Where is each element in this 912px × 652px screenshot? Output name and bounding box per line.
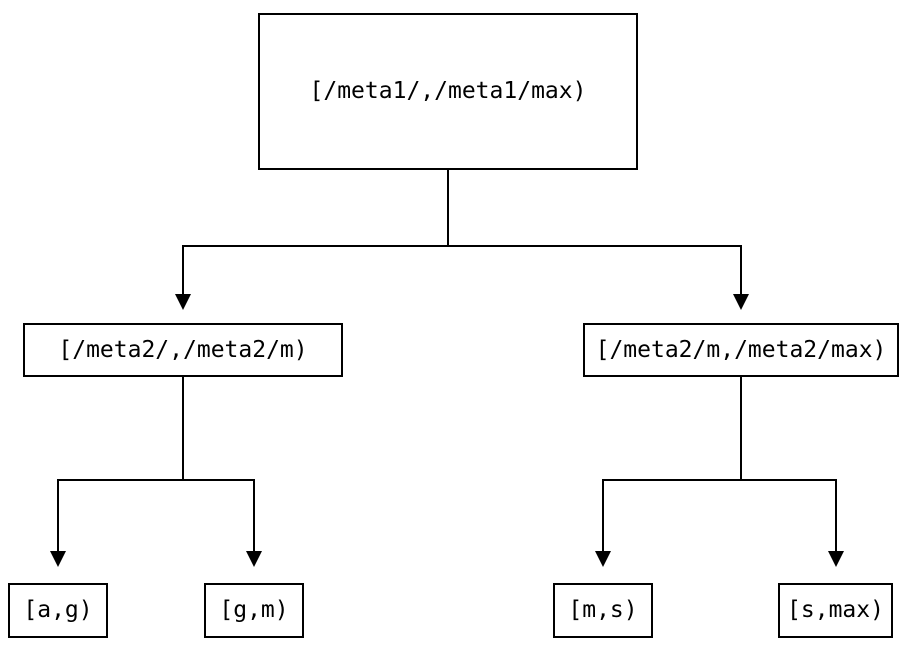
node-root-label: [/meta1/,/meta1/max): [309, 78, 587, 104]
node-leaf-smax: [s,max): [778, 583, 893, 638]
arrowhead-to-left-child: [175, 294, 191, 310]
node-leaf-smax-label: [s,max): [787, 597, 884, 623]
arrowhead-to-leaf-ag: [50, 551, 66, 567]
node-right-child: [/meta2/m,/meta2/max): [583, 323, 899, 377]
node-left-child: [/meta2/,/meta2/m): [23, 323, 343, 377]
node-leaf-ag-label: [a,g): [23, 597, 93, 623]
node-leaf-ag: [a,g): [8, 583, 108, 638]
node-leaf-ms: [m,s): [553, 583, 653, 638]
arrowhead-to-leaf-gm: [246, 551, 262, 567]
node-left-child-label: [/meta2/,/meta2/m): [58, 336, 308, 363]
node-right-child-label: [/meta2/m,/meta2/max): [595, 336, 887, 363]
arrowhead-to-right-child: [733, 294, 749, 310]
arrowhead-to-leaf-smax: [828, 551, 844, 567]
arrowhead-to-leaf-ms: [595, 551, 611, 567]
node-leaf-gm: [g,m): [204, 583, 304, 638]
node-leaf-gm-label: [g,m): [219, 597, 289, 623]
node-leaf-ms-label: [m,s): [568, 597, 638, 623]
node-root: [/meta1/,/meta1/max): [258, 13, 638, 170]
